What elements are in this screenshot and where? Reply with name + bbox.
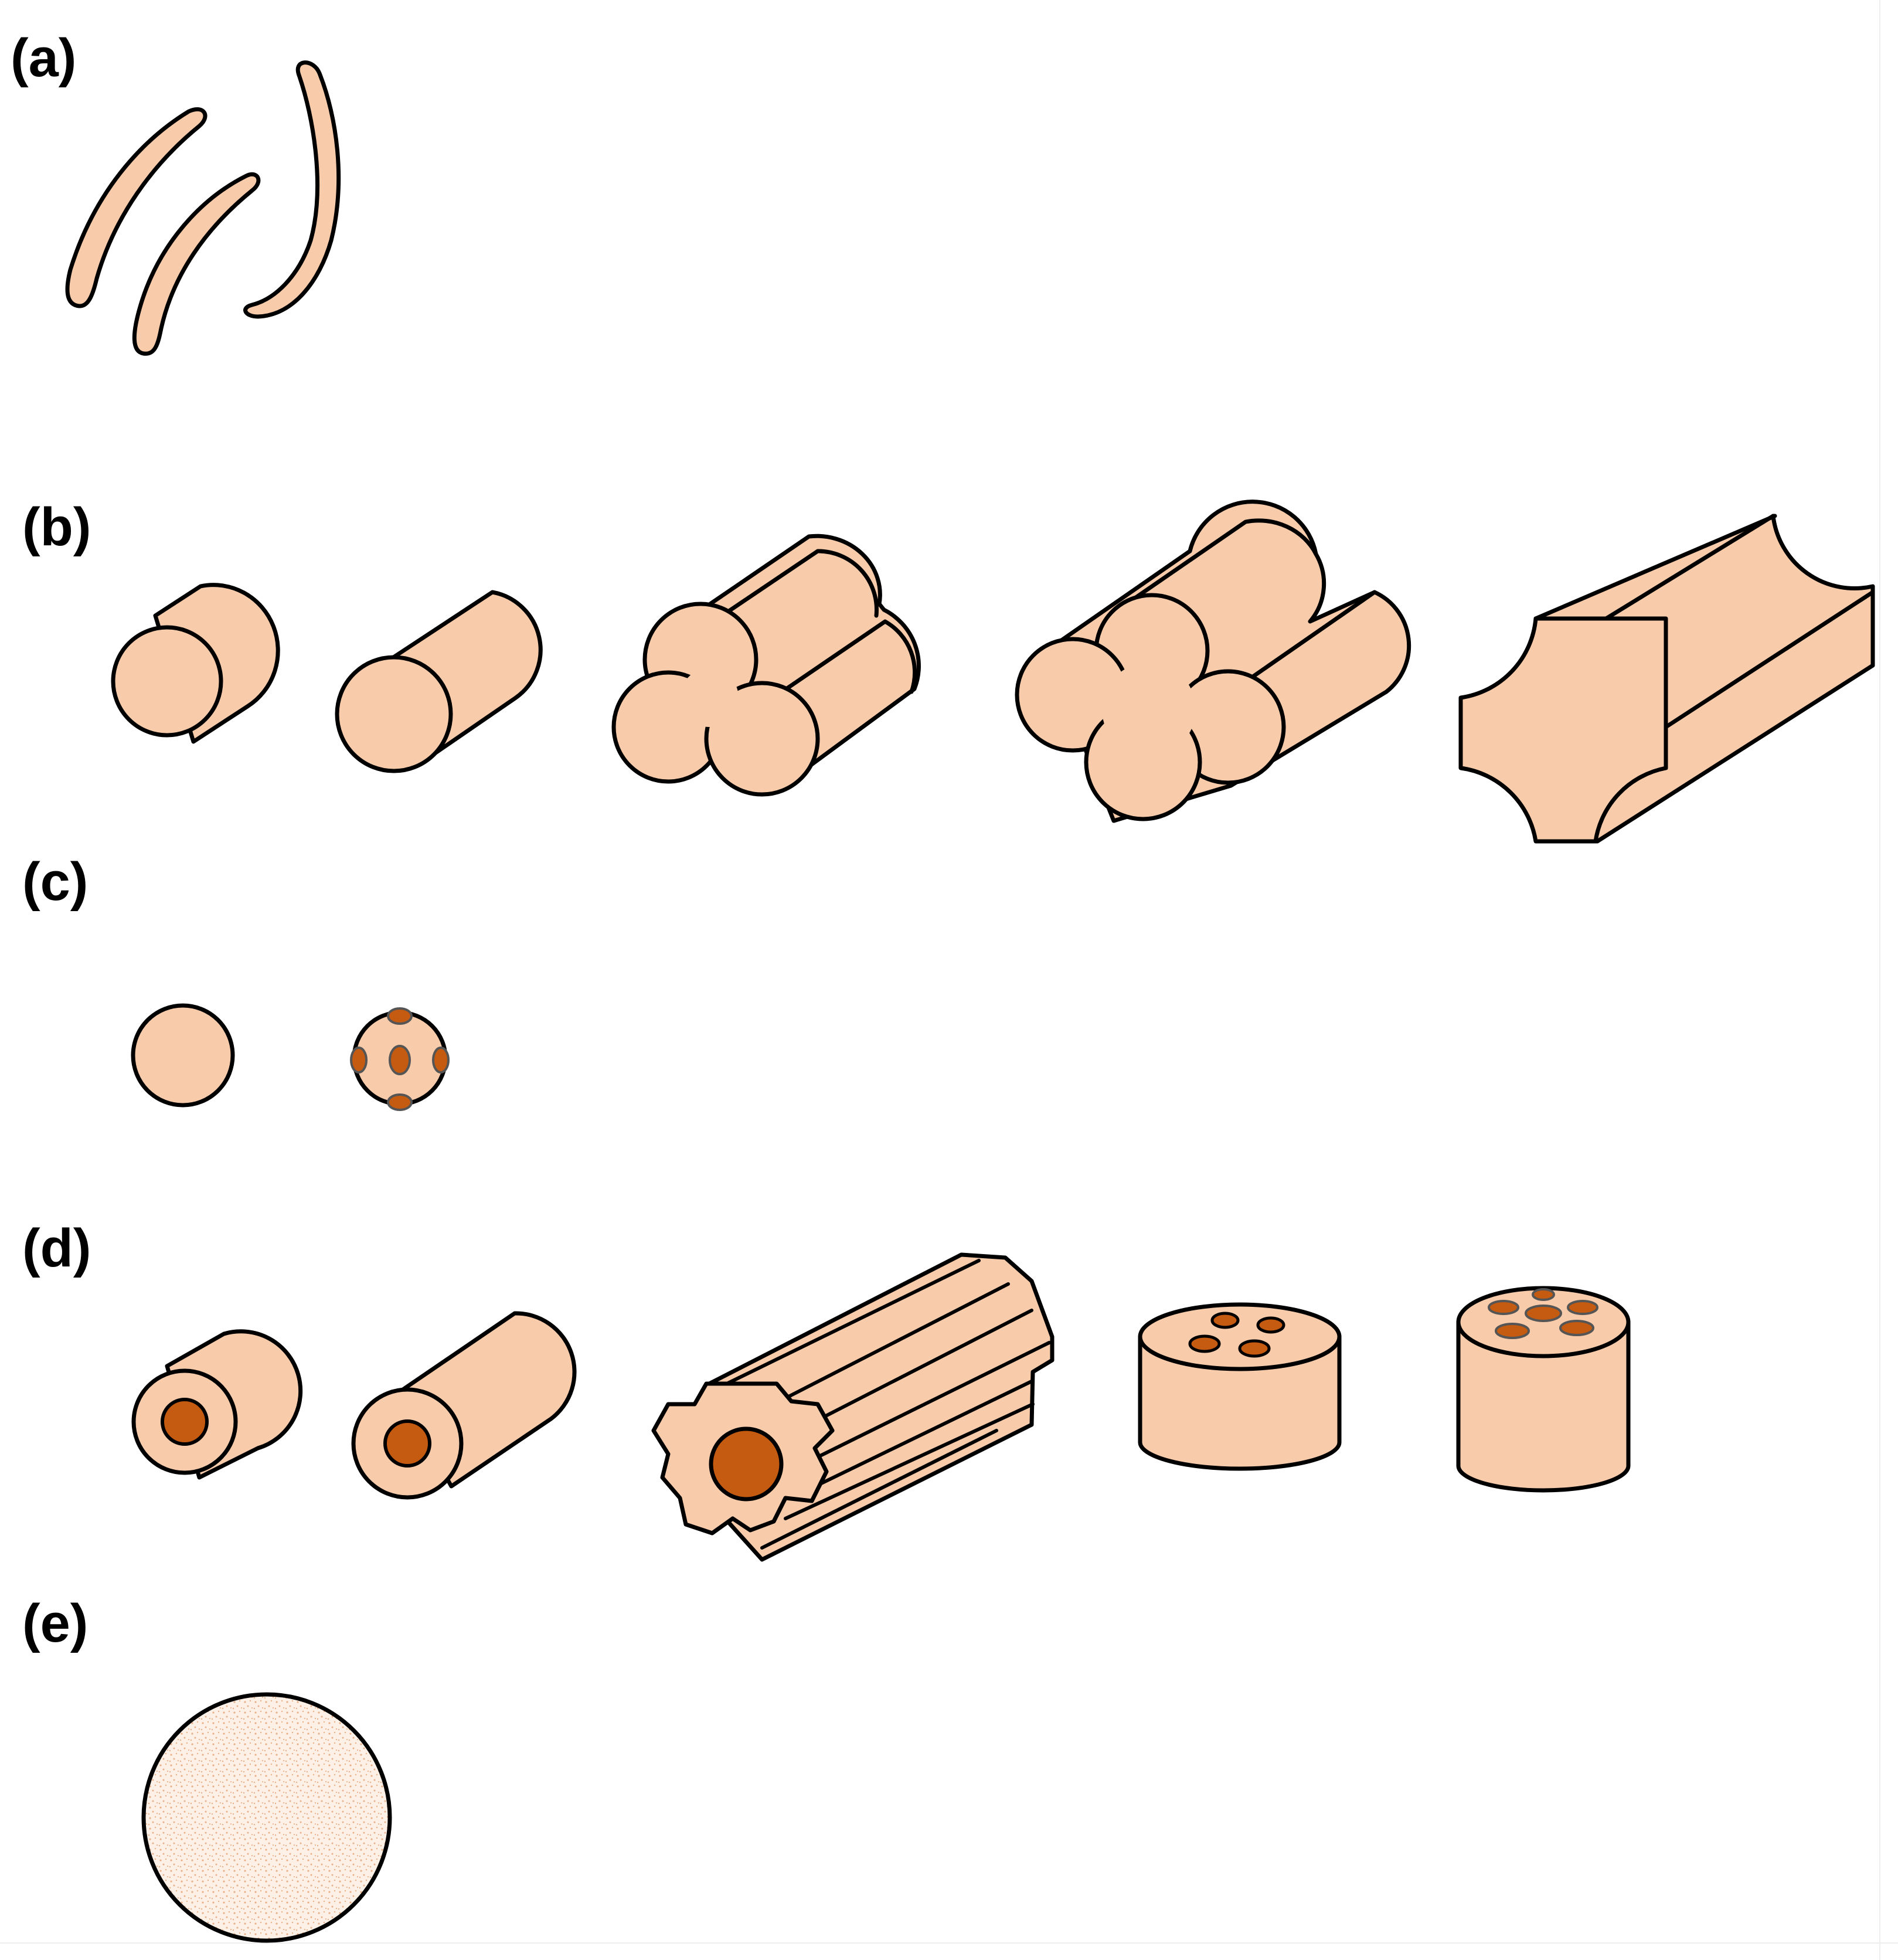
- short-cylinder: [111, 583, 280, 744]
- gear-core-shell-cylinder: [651, 1252, 1055, 1562]
- porous-tall-cylinder-6-pores: [1456, 1286, 1631, 1493]
- bent-rod-2: [132, 172, 261, 356]
- long-core-shell-cylinder: [351, 1311, 577, 1500]
- bottom-border-line: [0, 1942, 1898, 1944]
- panel-label-a: (a): [11, 28, 76, 88]
- long-cylinder: [335, 590, 543, 773]
- panel-b-cylinder-bundles: [111, 500, 1875, 844]
- panel-label-b: (b): [22, 497, 91, 557]
- four-cylinder-bundle: [1015, 500, 1411, 823]
- three-cylinder-bundle: [611, 534, 921, 797]
- panel-label-c: (c): [22, 852, 88, 912]
- panel-c-spheres: [131, 1003, 450, 1111]
- right-border-line: [1879, 0, 1880, 1960]
- panel-label-e: (e): [22, 1594, 88, 1653]
- panel-d-core-shell-cylinders: [131, 1252, 1631, 1562]
- panel-label-d: (d): [22, 1218, 91, 1278]
- bent-rod-1: [65, 107, 208, 308]
- porous-short-cylinder-4-pores: [1138, 1302, 1342, 1471]
- concave-prism: [1458, 514, 1875, 844]
- textured-sphere: [141, 1692, 392, 1943]
- panel-e-textured-sphere: [141, 1692, 392, 1943]
- plain-sphere: [131, 1003, 235, 1108]
- bent-rod-3: [243, 60, 341, 319]
- porous-sphere: [350, 1007, 450, 1111]
- short-core-shell-cylinder: [131, 1329, 303, 1480]
- panel-a-bent-rods: [65, 60, 341, 356]
